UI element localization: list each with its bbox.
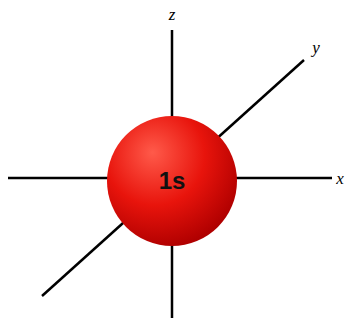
orbital-sphere: 1s: [106, 115, 238, 247]
axis-label: z: [169, 6, 176, 23]
orbital-label: 1s: [159, 169, 186, 193]
y-axis: [42, 60, 304, 296]
axis-label: y: [312, 39, 320, 56]
sphere-fill: [107, 116, 237, 246]
axis-label: x: [336, 170, 344, 187]
